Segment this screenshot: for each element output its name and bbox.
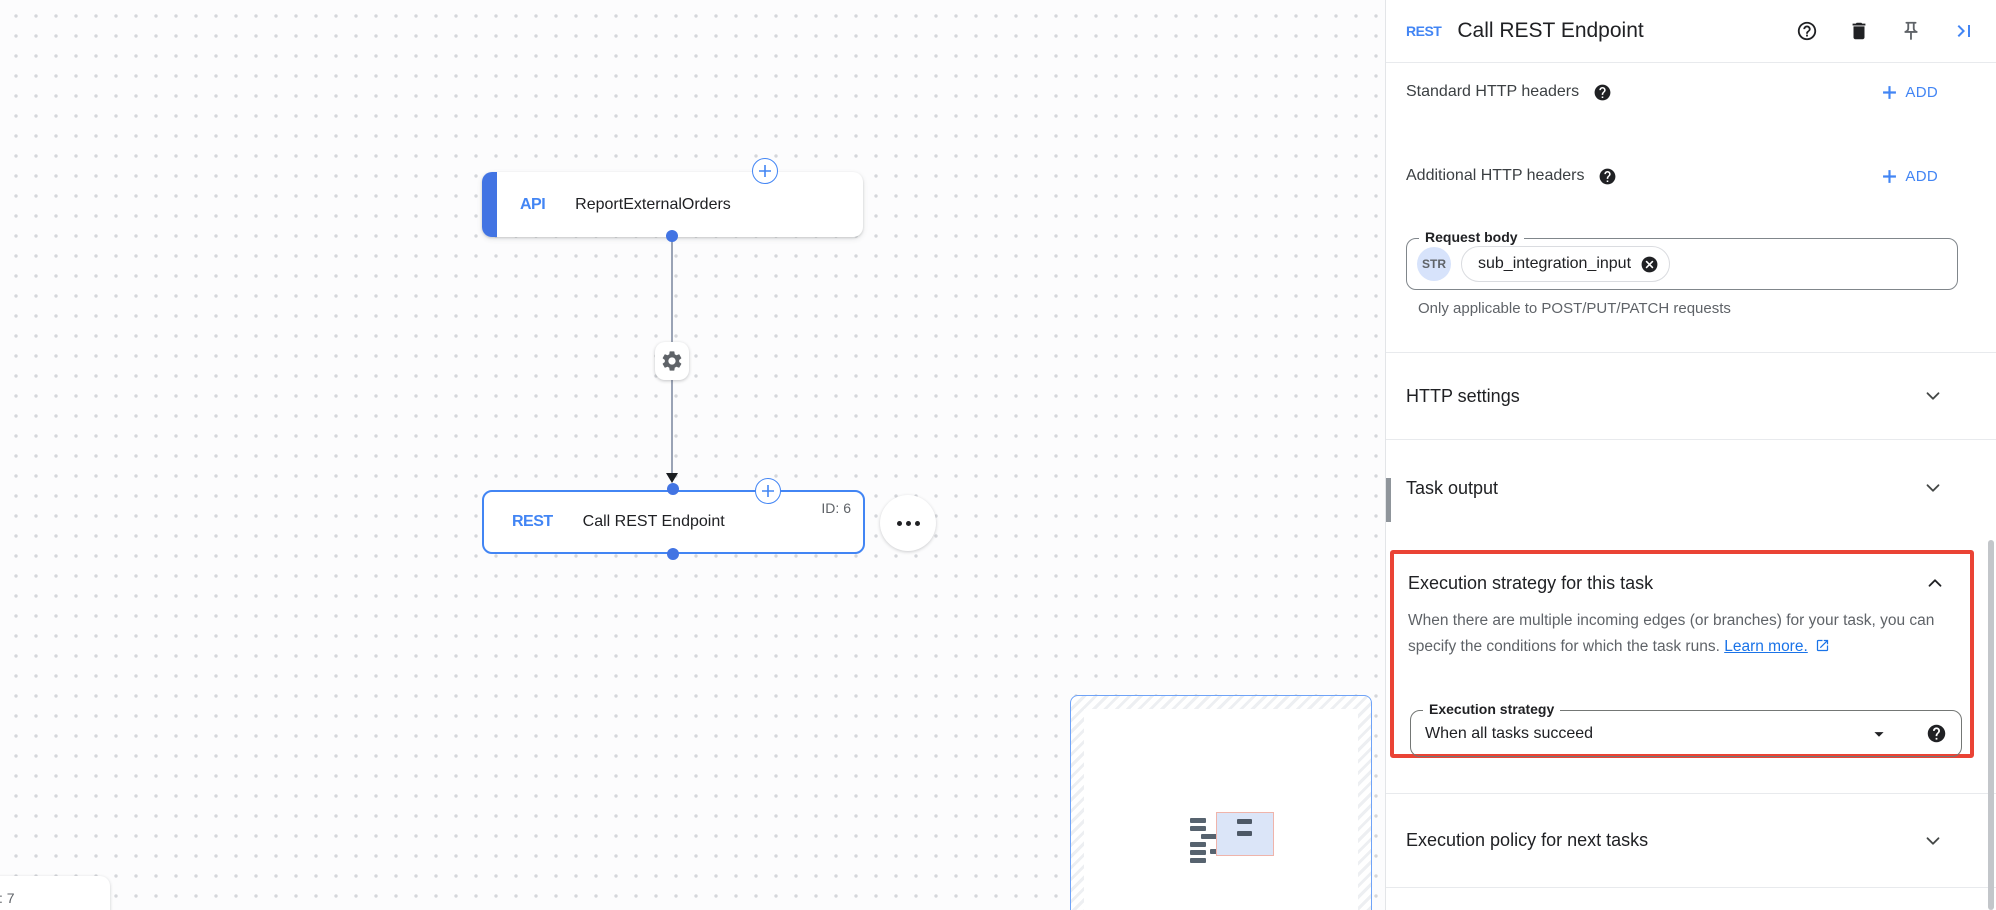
chevron-down-icon <box>1926 484 1940 492</box>
minimap-view-rect <box>1216 812 1274 856</box>
add-task-plus-icon[interactable] <box>755 478 781 504</box>
section-http-settings[interactable]: HTTP settings <box>1386 352 1996 440</box>
request-body-label: Request body <box>1419 229 1524 245</box>
rest-task-icon: REST <box>512 513 553 530</box>
help-tooltip-icon[interactable] <box>1926 723 1947 744</box>
panel-title: Call REST Endpoint <box>1457 19 1644 42</box>
panel-header: REST Call REST Endpoint <box>1386 0 1996 63</box>
execution-strategy-description: When there are multiple incoming edges (… <box>1408 612 1935 655</box>
task-node-call-rest-endpoint[interactable]: REST Call REST Endpoint ID: 6 <box>482 490 865 554</box>
plus-icon <box>1883 169 1897 183</box>
edge-arrowhead <box>666 473 678 483</box>
node-label: Call REST Endpoint <box>582 513 725 530</box>
node-id-badge: ID: 6 <box>821 500 851 516</box>
request-body-field[interactable]: Request body STR sub_integration_input <box>1406 229 1958 290</box>
execution-strategy-field-label: Execution strategy <box>1423 701 1561 717</box>
learn-more-link[interactable]: Learn more. <box>1724 638 1808 655</box>
request-body-helper: Only applicable to POST/PUT/PATCH reques… <box>1418 300 1731 317</box>
dropdown-caret-icon <box>1868 723 1890 745</box>
pin-panel-icon[interactable] <box>1900 20 1922 42</box>
execution-strategy-select[interactable]: Execution strategy When all tasks succee… <box>1410 701 1962 757</box>
help-icon[interactable] <box>1796 20 1818 42</box>
chevron-up-icon <box>1928 579 1942 587</box>
add-additional-header-button[interactable]: ADD <box>1882 168 1938 185</box>
vertical-scrollbar[interactable] <box>1988 540 1994 910</box>
minimap-nodes-glyph <box>1176 809 1296 871</box>
additional-http-headers-label: Additional HTTP headers <box>1406 167 1585 184</box>
edge-settings-gear-icon[interactable] <box>655 342 689 380</box>
task-config-panel: REST Call REST Endpoint Standard HTTP he… <box>1385 0 1996 910</box>
help-tooltip-icon[interactable] <box>1593 83 1612 102</box>
section-execution-policy[interactable]: Execution policy for next tasks <box>1386 793 1996 888</box>
string-type-badge: STR <box>1417 247 1451 281</box>
chevron-down-icon <box>1926 836 1940 845</box>
section-execution-strategy[interactable]: Execution strategy for this task <box>1394 554 1970 594</box>
integration-canvas[interactable]: API ReportExternalOrders REST Call REST … <box>0 0 1386 910</box>
task-node-partial[interactable]: ID: 7 <box>0 876 110 910</box>
input-port-dot[interactable] <box>667 483 679 495</box>
delete-task-icon[interactable] <box>1848 20 1870 42</box>
task-node-report-external-orders[interactable]: API ReportExternalOrders <box>482 172 863 237</box>
add-standard-header-button[interactable]: ADD <box>1882 84 1938 101</box>
external-link-icon <box>1816 639 1829 652</box>
plus-icon <box>1883 85 1897 99</box>
node-id-badge: ID: 7 <box>0 890 15 906</box>
output-port-dot[interactable] <box>666 230 678 242</box>
chevron-down-icon <box>1926 392 1940 400</box>
add-task-plus-icon[interactable] <box>752 158 778 184</box>
variable-chip[interactable]: sub_integration_input <box>1461 246 1671 282</box>
execution-strategy-highlight: Execution strategy for this task When th… <box>1390 550 1974 758</box>
standard-http-headers-label: Standard HTTP headers <box>1406 83 1580 100</box>
panel-scroll-indicator[interactable] <box>1386 478 1391 522</box>
remove-variable-icon[interactable] <box>1640 255 1659 274</box>
rest-task-icon: REST <box>1406 23 1442 39</box>
more-options-button[interactable] <box>880 495 936 551</box>
minimap[interactable] <box>1070 695 1372 910</box>
collapse-panel-icon[interactable] <box>1952 19 1976 43</box>
variable-chip-label: sub_integration_input <box>1478 255 1632 272</box>
node-accent-bar <box>482 172 497 237</box>
standard-http-headers-row: Standard HTTP headers ADD <box>1406 72 1938 112</box>
api-task-icon: API <box>520 195 546 213</box>
additional-http-headers-row: Additional HTTP headers ADD <box>1406 156 1938 196</box>
output-port-dot[interactable] <box>667 548 679 560</box>
execution-strategy-value: When all tasks succeed <box>1425 724 1594 742</box>
node-label: ReportExternalOrders <box>575 195 731 213</box>
section-task-output[interactable]: Task output <box>1386 440 1996 536</box>
minimap-viewport <box>1084 709 1358 910</box>
help-tooltip-icon[interactable] <box>1598 167 1617 186</box>
